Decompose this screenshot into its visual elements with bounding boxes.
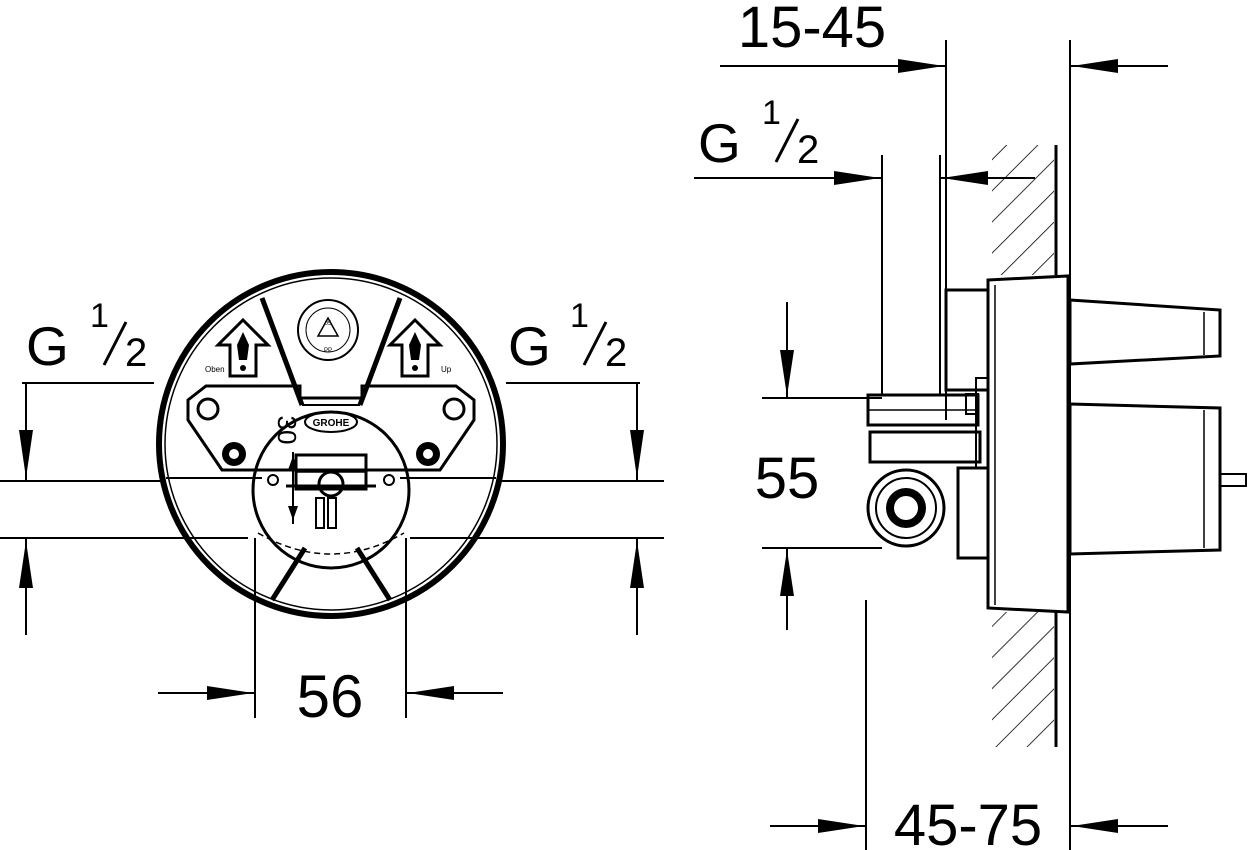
angle-marking: 30 — [272, 416, 302, 445]
left-inlet-dimension: G 1 2 — [19, 297, 154, 635]
fraction-denominator: 2 — [125, 331, 147, 375]
arrow-up-icon — [780, 550, 794, 596]
fraction-denominator: 2 — [797, 128, 819, 172]
fraction-denominator: 2 — [605, 331, 627, 375]
side-inlet-thread-label: G — [698, 112, 741, 174]
up-arrow-left-icon — [214, 317, 272, 378]
arrow-right-icon — [898, 59, 944, 73]
wall-thickness-dimension: 15-45 — [720, 0, 1168, 73]
width-dimension-label: 56 — [297, 663, 364, 730]
height-dimension: 55 — [755, 302, 882, 630]
brand-logo-icon — [304, 411, 358, 433]
inlet-fitting-icon — [866, 468, 946, 548]
mounting-hole-icon — [196, 397, 220, 421]
arrow-left-icon — [408, 686, 454, 700]
arrow-left-icon — [1072, 59, 1118, 73]
arrow-left-icon — [942, 171, 988, 185]
up-label-right: Up — [441, 365, 452, 374]
brand-mark: GROHE — [313, 418, 350, 429]
depth-dimension: 45-75 — [770, 793, 1168, 850]
mounting-plate: GROHE 30 05 PP Oben Up — [156, 269, 506, 619]
recycle-code: 05 — [325, 321, 332, 327]
arrow-down-icon — [630, 430, 644, 478]
arrow-down-icon — [19, 430, 33, 478]
fraction-numerator: 1 — [90, 297, 109, 335]
fraction-numerator: 1 — [570, 297, 589, 335]
side-view: 15-45 G 1 2 55 45 — [694, 0, 1247, 850]
side-inlet-dimension: G 1 2 — [694, 94, 1035, 185]
valve-body — [866, 274, 1247, 614]
arrow-right-icon — [818, 819, 864, 833]
right-inlet-dimension: G 1 2 — [506, 297, 644, 635]
width-dimension: 56 — [158, 538, 503, 730]
arrow-down-icon — [780, 350, 794, 396]
arrow-right-icon — [834, 171, 880, 185]
arrow-up-icon — [19, 541, 33, 588]
up-arrow-right-icon — [386, 317, 444, 378]
front-view: G 1 2 G 1 2 — [0, 269, 664, 730]
wall-thickness-label: 15-45 — [738, 0, 886, 60]
inlet-right-thread-label: G — [508, 315, 551, 377]
up-label-left: Oben — [205, 365, 225, 374]
wall-section — [992, 145, 1058, 747]
arrow-left-icon — [1072, 819, 1118, 833]
recycle-material: PP — [324, 348, 332, 354]
arrow-up-icon — [630, 541, 644, 588]
recycle-icon — [316, 316, 340, 337]
inlet-left-thread-label: G — [26, 315, 69, 377]
depth-dimension-label: 45-75 — [894, 793, 1042, 850]
mounting-hole-icon — [442, 397, 466, 421]
arrow-right-icon — [207, 686, 253, 700]
fraction-numerator: 1 — [762, 94, 781, 132]
recycling-badge — [297, 299, 359, 361]
height-dimension-label: 55 — [755, 446, 820, 511]
